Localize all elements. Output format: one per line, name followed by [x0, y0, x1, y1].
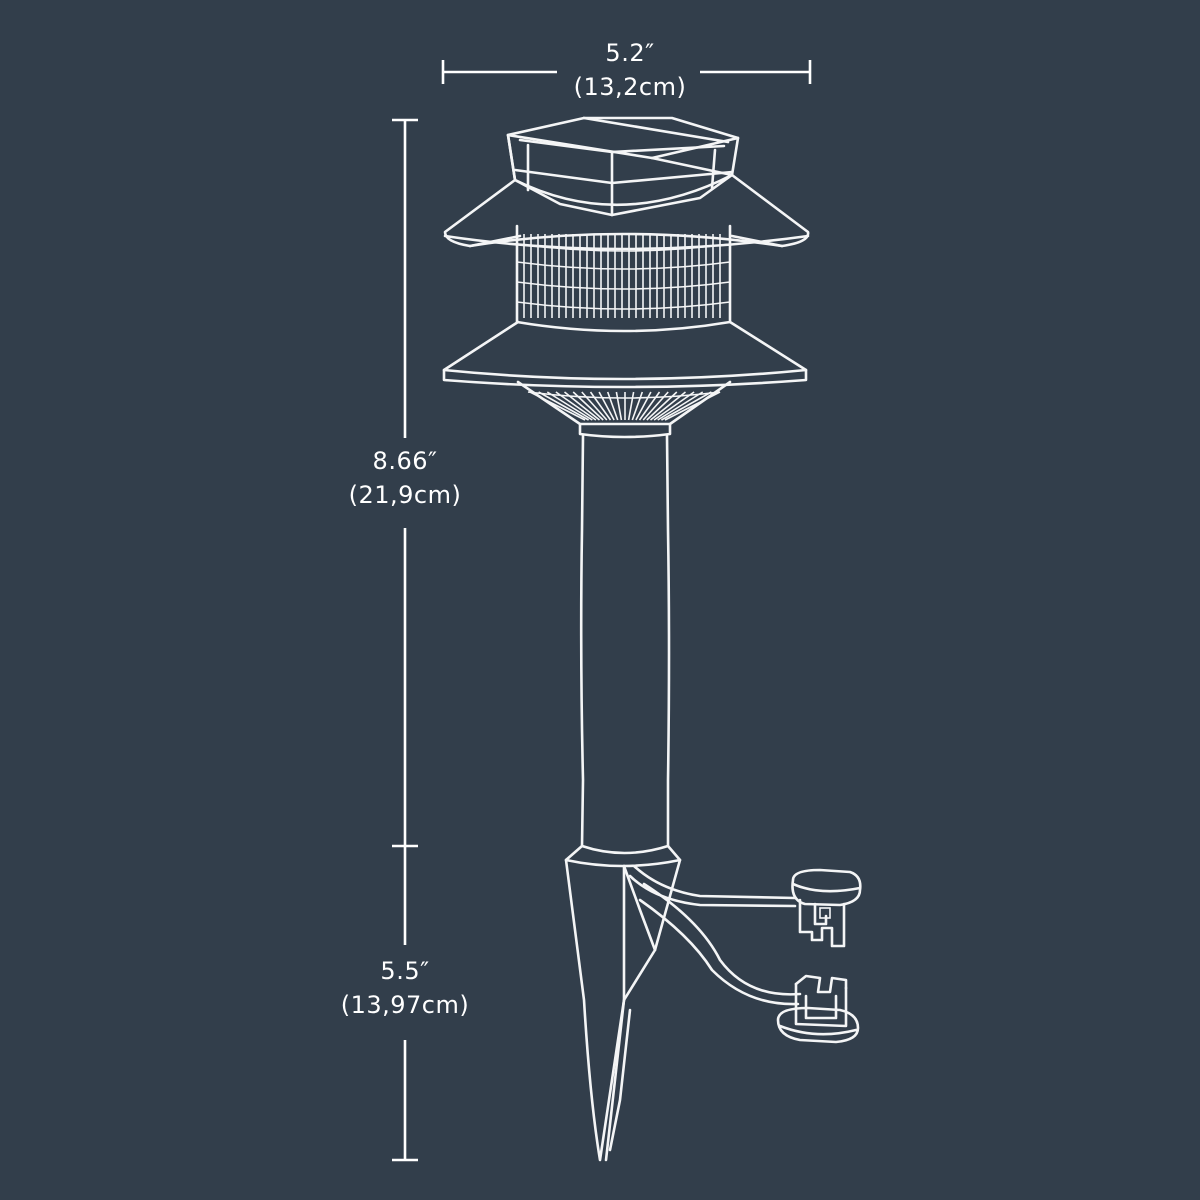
- cone-rib: [529, 391, 586, 421]
- cone-rib: [615, 391, 623, 421]
- cone-rib: [598, 391, 615, 421]
- cone-rib: [538, 391, 589, 421]
- upper-roof: [443, 173, 810, 251]
- cone-rib: [661, 391, 712, 421]
- cone-rib: [606, 391, 619, 421]
- lower-roof: [442, 320, 808, 389]
- height-dimension-line: [392, 118, 418, 1162]
- solar-path-light-icon: [442, 116, 810, 1162]
- cone-rib: [635, 391, 652, 421]
- total-height-imperial: 8.66″: [372, 447, 438, 475]
- clip-arms: [628, 864, 802, 1006]
- cone-ribs: [529, 391, 721, 421]
- solar-panel-cap: [506, 116, 740, 217]
- stake-length-metric: (13,97cm): [340, 991, 470, 1019]
- cone-rib: [631, 391, 644, 421]
- stake-length-imperial: 5.5″: [380, 957, 430, 985]
- stake-clip-icon: [776, 974, 860, 1044]
- stake-length-dimension-label: 5.5″ (13,97cm): [305, 954, 505, 1022]
- cone-rib: [627, 391, 635, 421]
- lower-diffuser: [516, 380, 732, 426]
- stake-clip-icon: [791, 868, 862, 948]
- total-height-dimension-label: 8.66″ (21,9cm): [305, 444, 505, 512]
- cone-rib: [664, 391, 721, 421]
- cone-rib: [653, 391, 695, 421]
- total-height-metric: (21,9cm): [348, 481, 462, 509]
- width-dimension-line: [441, 60, 812, 84]
- light-diffuser: [515, 224, 732, 333]
- width-dimension-label: 5.2″ (13,2cm): [530, 36, 730, 104]
- width-metric: (13,2cm): [573, 73, 687, 101]
- cone-rib: [546, 391, 593, 421]
- stem-collar: [578, 422, 672, 439]
- diffuser-ribs: [523, 234, 721, 318]
- stem-tube: [579, 434, 671, 848]
- ground-stake: [564, 844, 682, 1162]
- cone-rib: [657, 391, 704, 421]
- width-imperial: 5.2″: [605, 39, 655, 67]
- cone-rib: [555, 391, 597, 421]
